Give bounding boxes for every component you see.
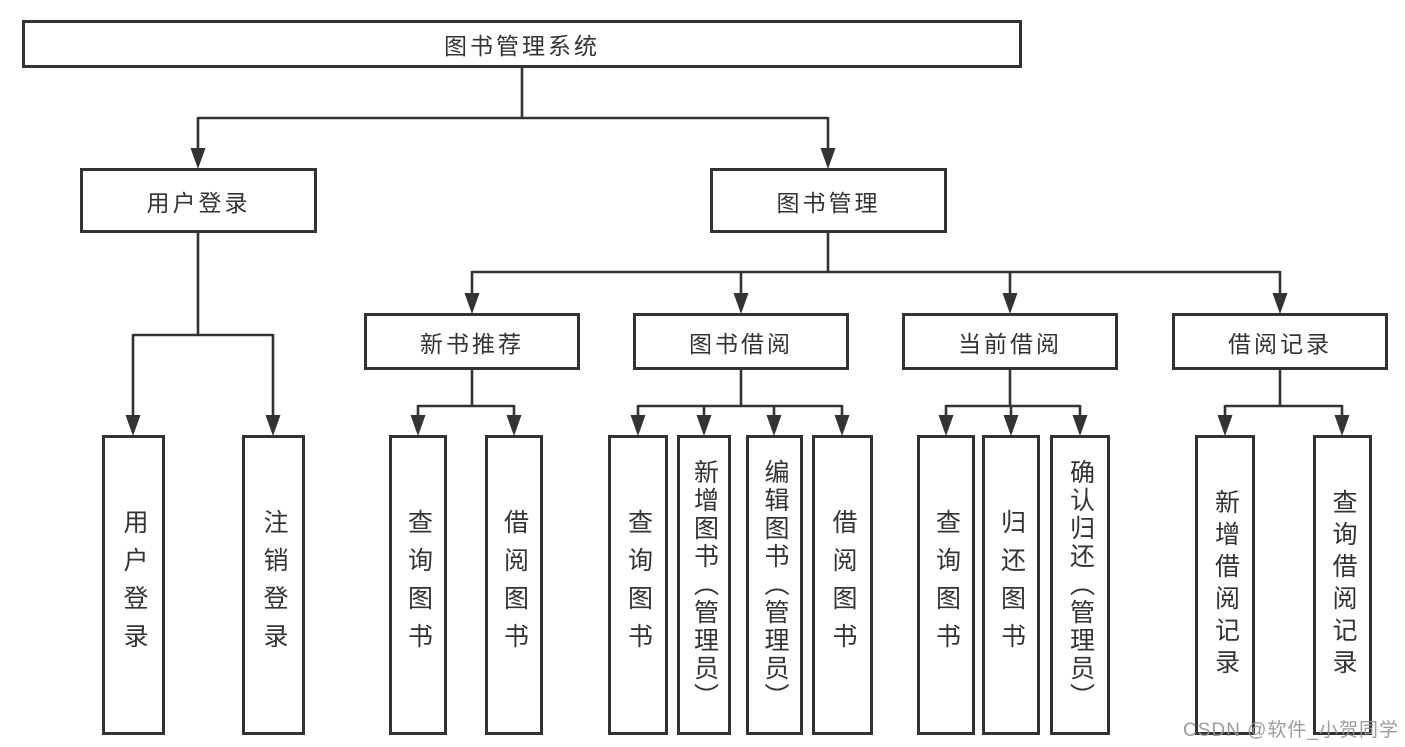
leaf-user-login: 用户登录 (102, 435, 165, 735)
node-borrow-records: 借阅记录 (1172, 313, 1388, 370)
leaf-confirm-return-admin: 确认归还（管理员） (1050, 435, 1110, 735)
leaf-return-book: 归还图书 (982, 435, 1040, 735)
leaf-add-borrow-record: 新增借阅记录 (1195, 435, 1255, 735)
leaf-edit-book-admin: 编辑图书（管理员） (746, 435, 803, 735)
node-label: 查询图书 (932, 509, 961, 661)
node-book-borrow: 图书借阅 (633, 313, 849, 370)
node-label: 图书管理 (776, 189, 881, 216)
leaf-query-books-current: 查询图书 (917, 435, 975, 735)
leaf-add-book-admin: 新增图书（管理员） (677, 435, 731, 735)
node-label: 用户登录 (146, 189, 251, 216)
leaf-borrow-book: 借阅图书 (812, 435, 873, 735)
node-user-login: 用户登录 (80, 168, 317, 233)
node-label: 归还图书 (997, 509, 1026, 661)
leaf-query-books-borrow: 查询图书 (608, 435, 668, 735)
node-label: 新书推荐 (420, 330, 524, 357)
csdn-watermark: CSDN @软件_小贺同学 (1183, 720, 1399, 741)
node-label: 查询图书 (624, 509, 653, 661)
node-label: 借阅图书 (829, 509, 857, 661)
leaf-query-borrow-record: 查询借阅记录 (1313, 435, 1372, 735)
node-label: 当前借阅 (958, 330, 1062, 357)
connector-paths (131, 68, 1344, 417)
node-label: 用户登录 (120, 509, 148, 661)
node-book-management: 图书管理 (710, 168, 947, 233)
arrowheads (125, 148, 1350, 436)
node-label: 查询图书 (404, 509, 433, 661)
node-label: 确认归还（管理员） (1066, 459, 1095, 711)
node-new-book-recommend: 新书推荐 (364, 313, 580, 370)
node-current-borrow: 当前借阅 (902, 313, 1118, 370)
node-label: 注销登录 (260, 509, 288, 661)
leaf-borrow-books-recommend: 借阅图书 (485, 435, 543, 735)
node-root-system: 图书管理系统 (22, 20, 1022, 68)
node-label: 新增图书（管理员） (690, 459, 719, 711)
node-label: 图书借阅 (689, 330, 793, 357)
node-label: 编辑图书（管理员） (761, 459, 789, 711)
leaf-logout: 注销登录 (242, 435, 305, 735)
leaf-query-books-recommend: 查询图书 (389, 435, 447, 735)
node-label: 借阅记录 (1228, 330, 1332, 357)
node-label: 新增借阅记录 (1211, 489, 1240, 681)
node-label: 查询借阅记录 (1329, 489, 1357, 681)
node-label: 图书管理系统 (444, 33, 600, 59)
node-label: 借阅图书 (500, 509, 529, 661)
